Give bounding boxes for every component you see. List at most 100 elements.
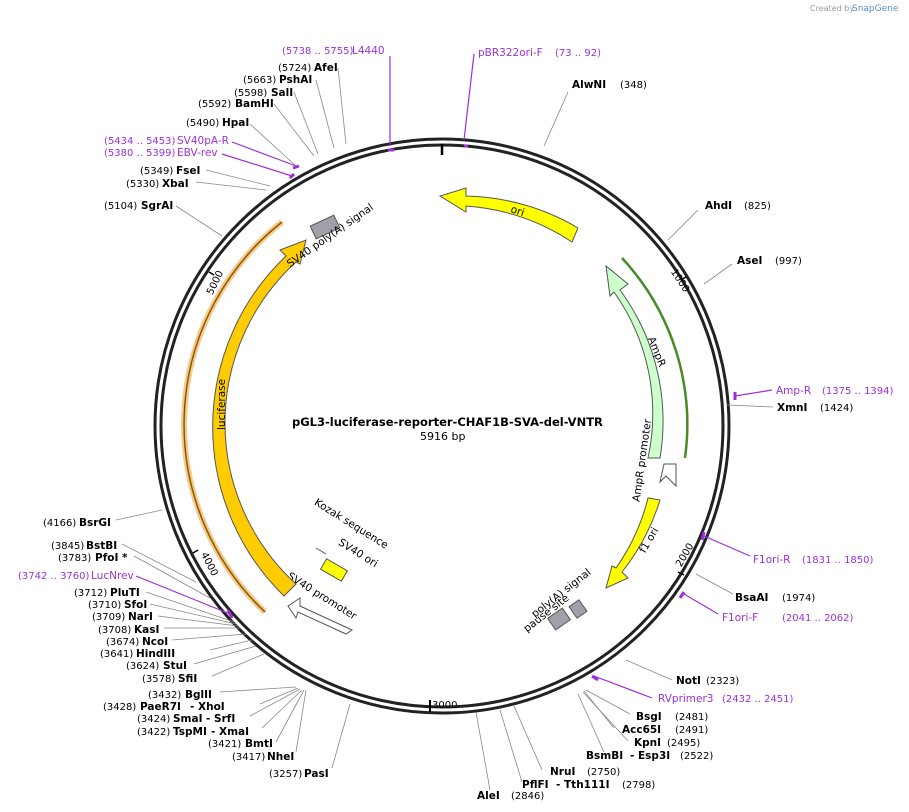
site-bsaai[interactable]: BsaAI (1974) xyxy=(695,573,815,604)
svg-text:BsaAI: BsaAI xyxy=(735,592,768,604)
kozak-mark xyxy=(315,547,327,555)
svg-text:(2798): (2798) xyxy=(622,780,655,791)
site-paer7i-xhoi[interactable]: (3428) PaeR7I - XhoI xyxy=(103,687,299,713)
svg-text:PfoI *: PfoI * xyxy=(95,552,128,564)
primer-rvprimer3[interactable]: RVprimer3 (2432 .. 2451) xyxy=(591,674,794,705)
luciferase-feature[interactable] xyxy=(212,239,307,597)
svg-text:(2495): (2495) xyxy=(667,738,700,749)
site-pluti[interactable]: (3712) PluTI xyxy=(74,587,235,623)
ampr-feature[interactable] xyxy=(605,264,664,459)
site-ahdi[interactable]: AhdI (825) xyxy=(667,200,771,241)
svg-text:(3709): (3709) xyxy=(92,612,125,623)
site-tspmi-xmai[interactable]: (3422) TspMI - XmaI xyxy=(137,689,303,738)
polya-signal-feature[interactable] xyxy=(546,607,572,631)
site-pflfi-tth111i[interactable]: PflFI - Tth111I (2798) xyxy=(499,709,655,791)
svg-text:(3674): (3674) xyxy=(106,637,139,648)
ampr-promoter-label: AmpR promoter xyxy=(631,418,655,503)
site-alwni[interactable]: AlwNI (348) xyxy=(543,79,647,147)
tick-3000: 3000 xyxy=(429,700,457,712)
site-fsei[interactable]: (5349) FseI xyxy=(140,165,271,187)
pause-site-feature[interactable] xyxy=(568,599,588,619)
svg-text:- Esp3I: - Esp3I xyxy=(630,750,670,762)
tick-2000: 2000 xyxy=(674,542,696,576)
svg-text:StuI: StuI xyxy=(163,660,187,672)
primer-l4440[interactable]: (5738 .. 5755) L4440 xyxy=(282,45,394,152)
site-xmni[interactable]: XmnI (1424) xyxy=(726,402,853,414)
site-noti[interactable]: NotI (2323) xyxy=(625,659,739,687)
site-bamhi[interactable]: (5592) BamHI xyxy=(198,98,315,157)
site-sfoi[interactable]: (3710) SfoI xyxy=(88,599,237,625)
site-pasi[interactable]: (3257) PasI xyxy=(269,703,351,780)
svg-text:(3641): (3641) xyxy=(100,649,133,660)
primer-amp-r[interactable]: Amp-R (1375 .. 1394) xyxy=(733,385,894,400)
svg-text:pBR322ori-F: pBR322ori-F xyxy=(478,47,543,59)
svg-text:- Tth111I: - Tth111I xyxy=(556,779,610,791)
site-sgrai[interactable]: (5104) SgrAI xyxy=(104,200,223,237)
site-bsgi[interactable]: BsgI (2481) xyxy=(585,689,708,723)
svg-text:SgrAI: SgrAI xyxy=(141,200,173,212)
svg-text:BglII: BglII xyxy=(185,689,212,701)
site-nrui[interactable]: NruI (2750) xyxy=(513,705,620,778)
svg-text:(3712): (3712) xyxy=(74,588,107,599)
f1-ori-feature[interactable] xyxy=(605,497,661,589)
site-bsrgi[interactable]: (4166) BsrGI xyxy=(43,509,163,529)
svg-text:Amp-R: Amp-R xyxy=(776,385,811,397)
site-nhei[interactable]: (3417) NheI xyxy=(232,689,307,763)
svg-text:(5490): (5490) xyxy=(186,118,219,129)
site-bsmbi-esp3i[interactable]: BsmBI - Esp3I (2522) xyxy=(577,693,713,762)
svg-text:TspMI: TspMI xyxy=(173,726,207,738)
sv40-ori-feature[interactable] xyxy=(319,558,349,582)
svg-text:(3422): (3422) xyxy=(137,727,170,738)
site-hpai[interactable]: (5490) HpaI xyxy=(186,117,297,167)
site-pshai[interactable]: (5663) PshAI xyxy=(243,74,335,149)
svg-text:- SrfI: - SrfI xyxy=(206,713,235,725)
site-bstbi[interactable]: (3845) BstBI xyxy=(51,540,197,583)
svg-text:1000: 1000 xyxy=(668,267,691,294)
svg-text:(3417): (3417) xyxy=(232,752,265,763)
primer-f1ori-r[interactable]: F1ori-R (1831 .. 1850) xyxy=(700,531,874,566)
primer-ebv-rev[interactable]: (5380 .. 5399) EBV-rev xyxy=(104,147,296,180)
site-sali[interactable]: (5598) SalI xyxy=(234,87,319,155)
site-ncoi[interactable]: (3674) NcoI xyxy=(106,633,247,648)
site-kasi[interactable]: (3708) KasI xyxy=(98,624,240,636)
svg-text:BsrGI: BsrGI xyxy=(79,517,111,529)
primer-sv40pa-r[interactable]: (5434 .. 5453) SV40pA-R xyxy=(104,135,300,170)
svg-text:(3424): (3424) xyxy=(137,714,170,725)
site-pfoi[interactable]: (3783) PfoI * xyxy=(58,552,211,599)
svg-text:XmnI: XmnI xyxy=(777,402,807,414)
ori-feature[interactable] xyxy=(438,187,579,243)
svg-text:PshAI: PshAI xyxy=(279,74,312,86)
svg-text:(5330): (5330) xyxy=(126,179,159,190)
site-afei[interactable]: (5724) AfeI xyxy=(278,62,347,145)
svg-text:(2323): (2323) xyxy=(706,676,739,687)
site-nari[interactable]: (3709) NarI xyxy=(92,611,239,627)
primer-f1ori-f[interactable]: F1ori-F (2041 .. 2062) xyxy=(678,591,854,624)
svg-text:(2491): (2491) xyxy=(675,725,708,736)
svg-text:BsmBI: BsmBI xyxy=(586,750,623,762)
site-bmti[interactable]: (3421) BmtI xyxy=(208,689,305,750)
primer-lucnrev[interactable]: (3742 .. 3760) LucNrev xyxy=(18,570,234,619)
site-bglii[interactable]: (3432) BglII xyxy=(148,686,297,701)
site-smai-srfi[interactable]: (3424) SmaI - SrfI xyxy=(137,688,301,725)
site-stui[interactable]: (3624) StuI xyxy=(126,645,257,672)
site-alei[interactable]: AleI (2846) xyxy=(475,711,544,802)
svg-text:XbaI: XbaI xyxy=(162,178,189,190)
primer-pbr322ori-f[interactable]: pBR322ori-F (73 .. 92) xyxy=(463,47,601,148)
site-kpni[interactable]: KpnI (2495) xyxy=(582,691,700,749)
svg-text:HpaI: HpaI xyxy=(222,117,249,129)
sv40-polya-feature[interactable] xyxy=(309,214,341,240)
svg-text:AlwNI: AlwNI xyxy=(572,79,606,91)
svg-text:- XhoI: - XhoI xyxy=(190,701,225,713)
svg-text:PluTI: PluTI xyxy=(110,587,140,599)
site-sfii[interactable]: (3578) SfiI xyxy=(142,653,265,685)
credit-text: Created by xyxy=(810,4,854,13)
svg-text:(2846): (2846) xyxy=(511,791,544,802)
ampr-promoter-feature[interactable] xyxy=(659,463,677,488)
site-xbai[interactable]: (5330) XbaI xyxy=(126,178,267,191)
svg-text:(5104): (5104) xyxy=(104,201,137,212)
svg-text:PasI: PasI xyxy=(304,768,329,780)
site-hindiii[interactable]: (3641) HindIII xyxy=(100,639,253,660)
sv40-promoter-feature[interactable] xyxy=(287,597,354,635)
site-asei[interactable]: AseI (997) xyxy=(703,255,802,285)
svg-text:SmaI: SmaI xyxy=(173,713,203,725)
